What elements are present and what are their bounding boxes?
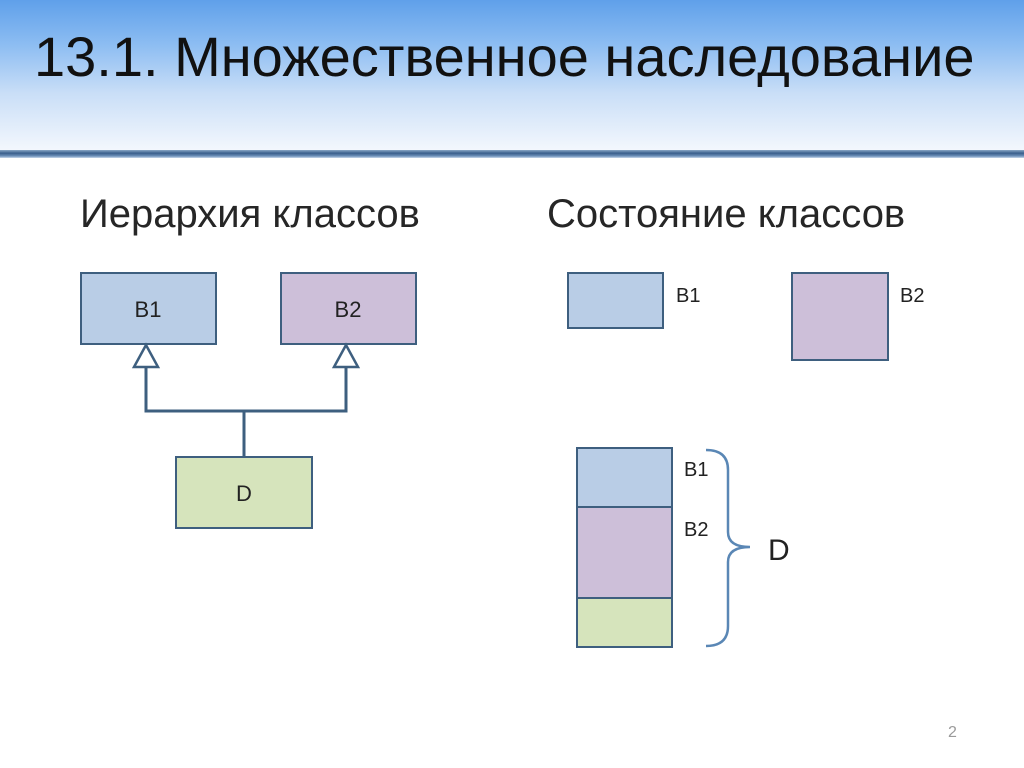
header-divider [0, 150, 1024, 158]
hierarchy-heading: Иерархия классов [80, 192, 420, 236]
class-label-b2: B2 [335, 297, 362, 322]
inheritance-arrowhead-b2 [331, 342, 361, 369]
slide-title: 13.1. Множественное наследование [34, 25, 975, 88]
class-box-b1 [80, 272, 217, 345]
d-layout-brace [705, 448, 751, 648]
d-layout-own-part [576, 597, 673, 648]
d-layout-b1-part [576, 447, 673, 508]
class-label-b1: B1 [135, 297, 162, 322]
class-box-b2 [280, 272, 417, 345]
inheritance-line-b1 [144, 367, 246, 457]
state-heading: Состояние классов [547, 192, 906, 236]
state-label-b2: B2 [900, 285, 924, 307]
state-box-b2 [791, 272, 889, 361]
inheritance-arrowhead-b1 [131, 342, 161, 369]
state-box-b1 [567, 272, 664, 329]
class-label-d: D [236, 481, 252, 506]
d-layout-label-d: D [768, 534, 790, 567]
state-label-b1: B1 [676, 285, 700, 307]
inheritance-line-b2 [244, 367, 348, 413]
hierarchy-diagram: B1 B2 D [80, 272, 417, 529]
page-number: 2 [948, 724, 957, 741]
d-layout-b2-part [576, 506, 673, 599]
slide-header-background [0, 0, 1024, 150]
d-layout-label-b1: B1 [684, 459, 708, 481]
d-layout-label-b2: B2 [684, 519, 708, 541]
state-diagram: B1 B2 B1 B2 D [567, 272, 924, 648]
